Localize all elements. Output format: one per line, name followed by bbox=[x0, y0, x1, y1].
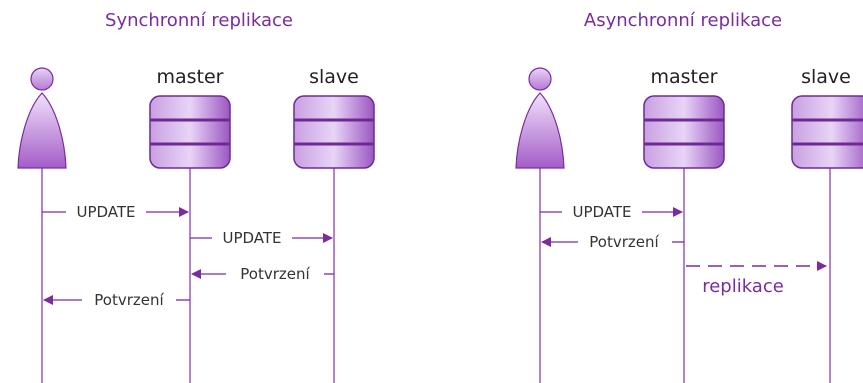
master-label: master bbox=[156, 66, 223, 88]
master-label: master bbox=[650, 66, 717, 88]
message-label: UPDATE bbox=[222, 229, 281, 247]
database-icon bbox=[293, 95, 375, 169]
message-label: Potvrzení bbox=[240, 265, 310, 283]
panel-asynchronous: Asynchronní replikace master slave U bbox=[515, 10, 863, 383]
message-label: Potvrzení bbox=[94, 291, 164, 309]
user-icon bbox=[17, 67, 67, 169]
slave-label: slave bbox=[309, 66, 359, 88]
panel-title: Asynchronní replikace bbox=[584, 10, 782, 31]
slave-label: slave bbox=[801, 66, 851, 88]
message-arrow: UPDATE bbox=[540, 203, 683, 221]
database-icon bbox=[643, 95, 725, 169]
message-label: Potvrzení bbox=[589, 233, 659, 251]
message-arrow-dashed: replikace bbox=[686, 261, 827, 297]
user-icon bbox=[515, 67, 565, 169]
message-arrow: Potvrzení bbox=[43, 291, 190, 309]
message-label: replikace bbox=[702, 276, 784, 297]
message-arrow: UPDATE bbox=[190, 229, 333, 247]
message-arrow: Potvrzení bbox=[541, 233, 684, 251]
message-arrow: Potvrzení bbox=[191, 265, 334, 283]
database-icon bbox=[791, 95, 863, 169]
database-icon bbox=[149, 95, 231, 169]
panel-title: Synchronní replikace bbox=[105, 10, 293, 31]
panel-synchronous: Synchronní replikace master slave UP bbox=[17, 10, 375, 383]
message-label: UPDATE bbox=[76, 203, 135, 221]
message-label: UPDATE bbox=[572, 203, 631, 221]
message-arrow: UPDATE bbox=[42, 203, 189, 221]
